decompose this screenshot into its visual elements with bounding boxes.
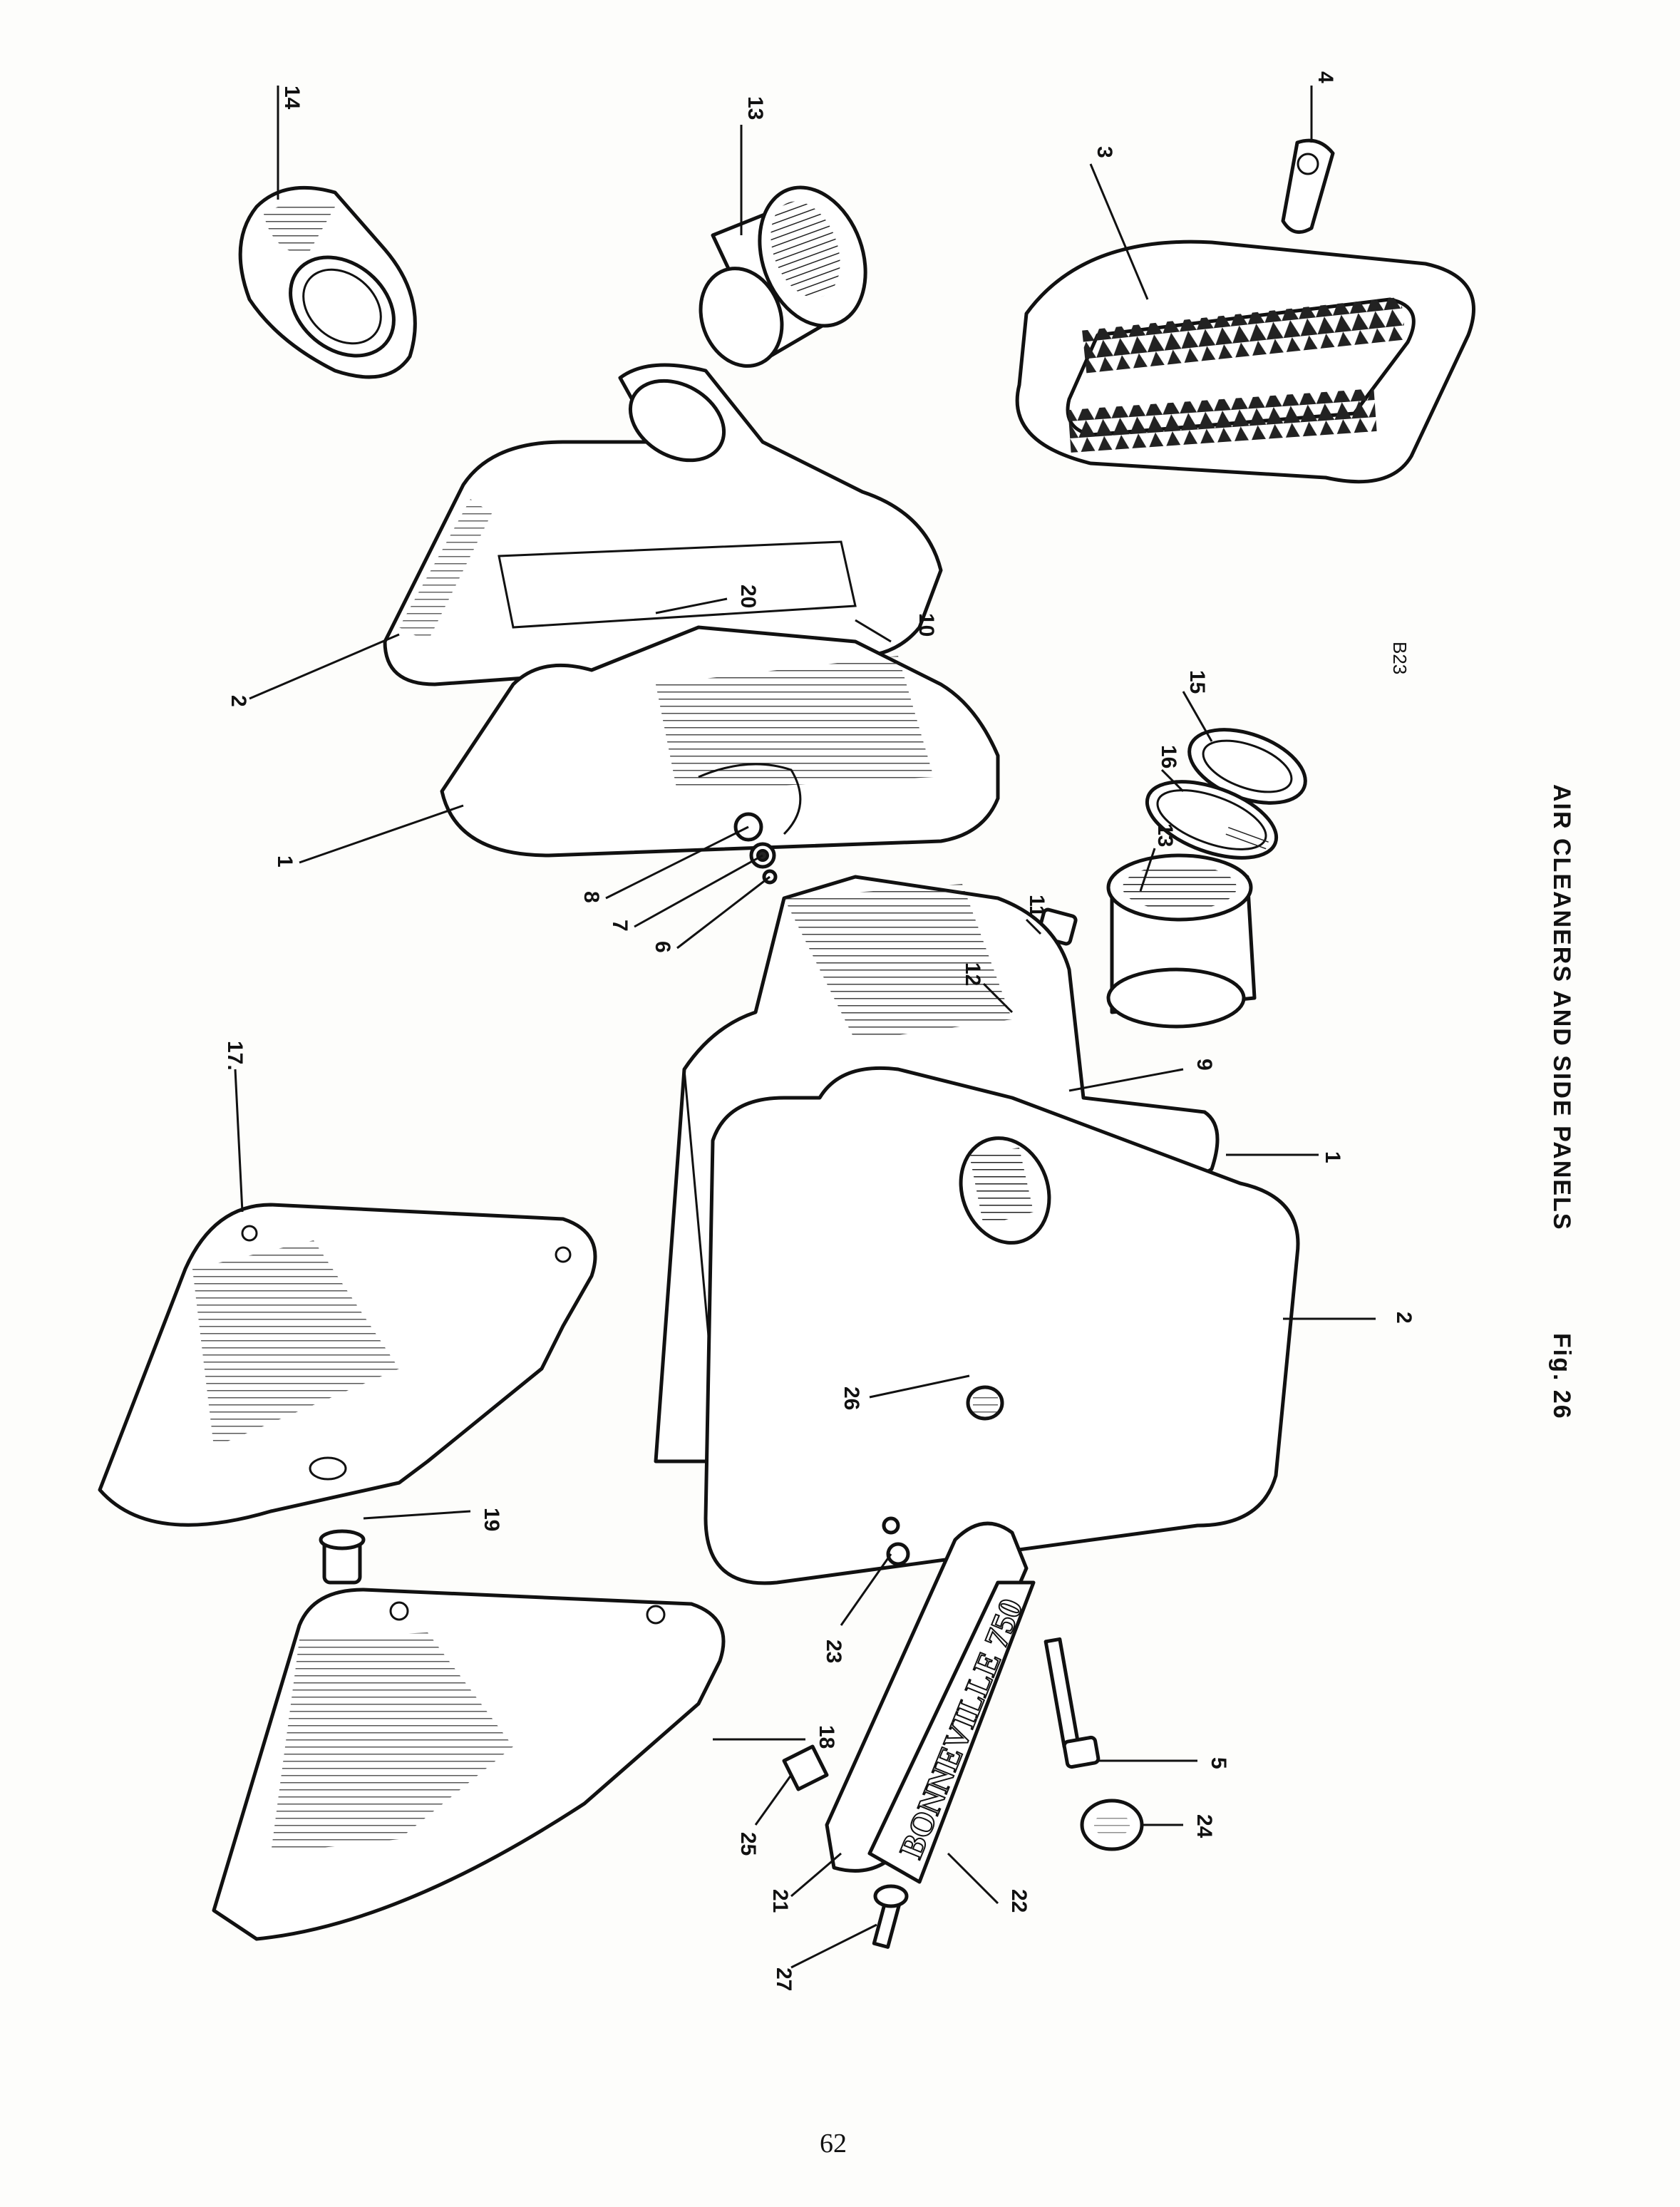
- leader-lines: [234, 86, 1376, 1969]
- callout-18: 18: [815, 1725, 838, 1749]
- part-13-hose-upper: [699, 185, 867, 368]
- part-17-inner-side-panel: [98, 1203, 597, 1527]
- figure-reference: B23: [1389, 642, 1411, 674]
- part-27-screw: [872, 1884, 909, 1949]
- callout-1-upper: 1: [273, 855, 297, 868]
- part-3-filter-element: [1015, 240, 1475, 484]
- callout-13-lower: 13: [1153, 823, 1177, 847]
- callout-22: 22: [1007, 1889, 1031, 1913]
- callout-5: 5: [1207, 1757, 1230, 1769]
- callout-6: 6: [651, 941, 674, 953]
- figure-number: Fig. 26: [1548, 1333, 1575, 1420]
- callout-26: 26: [840, 1387, 863, 1410]
- callout-11: 11: [1025, 895, 1048, 917]
- callout-23: 23: [822, 1640, 845, 1663]
- callout-17: 17.: [223, 1041, 247, 1071]
- callout-7: 7: [608, 920, 632, 932]
- callout-16: 16: [1157, 745, 1180, 768]
- part-16-hose-clip: [1145, 780, 1279, 860]
- page-number: 62: [820, 2129, 847, 2159]
- callout-9: 9: [1192, 1059, 1216, 1071]
- part-2-housing-cover-lower: [704, 1066, 1300, 1585]
- callout-8: 8: [579, 891, 603, 903]
- part-1-backplate-upper: [440, 625, 1000, 858]
- part-14-intake-adaptor: [238, 185, 417, 379]
- callout-20: 20: [736, 585, 760, 608]
- callout-2-lower: 2: [1392, 1312, 1416, 1324]
- callout-24: 24: [1192, 1814, 1216, 1838]
- callout-15: 15: [1185, 670, 1209, 694]
- part-4-clip: [1281, 138, 1335, 235]
- part-19-grommet: [319, 1529, 366, 1585]
- callout-10: 10: [914, 613, 938, 637]
- part-21-22-badge: BONNEVILLE 750: [825, 1521, 1036, 1884]
- part-23-screw: [882, 1516, 910, 1566]
- part-18-outer-side-panel: [212, 1588, 726, 1941]
- part-25-clip: [782, 1744, 829, 1791]
- callout-12: 12: [961, 962, 984, 986]
- callout-labels: 14 13 4 3 20 10 2 1 8 7 6 15 16 13 11 12…: [223, 71, 1416, 1991]
- callout-3: 3: [1093, 146, 1116, 158]
- part-13-hose-lower: [1106, 853, 1257, 1029]
- callout-2-upper: 2: [227, 695, 250, 707]
- part-2-housing-cover-upper: [383, 363, 943, 686]
- part-24-cap: [1080, 1799, 1144, 1851]
- part-5-bolt: [1043, 1637, 1101, 1769]
- callout-14: 14: [280, 86, 304, 110]
- callout-4: 4: [1314, 71, 1337, 83]
- callout-25: 25: [736, 1832, 760, 1856]
- figure-title: AIR CLEANERS AND SIDE PANELS: [1548, 784, 1575, 1231]
- callout-13-upper: 13: [743, 96, 767, 120]
- callout-21: 21: [768, 1889, 792, 1913]
- callout-1-lower: 1: [1321, 1151, 1344, 1163]
- callout-27: 27: [772, 1967, 795, 1991]
- callout-19: 19: [480, 1508, 503, 1531]
